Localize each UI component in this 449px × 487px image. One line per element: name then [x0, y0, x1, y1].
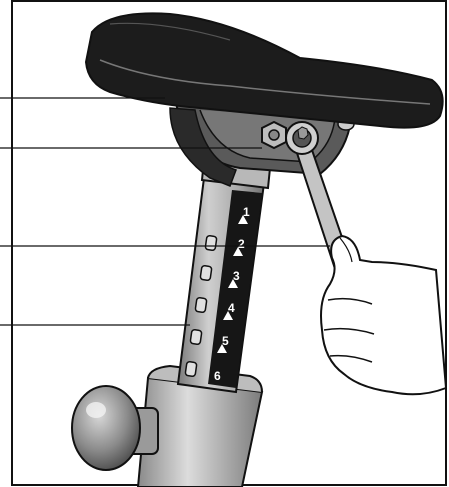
- hand: [321, 236, 446, 394]
- seat-post: [178, 160, 270, 392]
- seat-nut: [262, 122, 286, 148]
- post-mark-6: 6: [214, 369, 221, 383]
